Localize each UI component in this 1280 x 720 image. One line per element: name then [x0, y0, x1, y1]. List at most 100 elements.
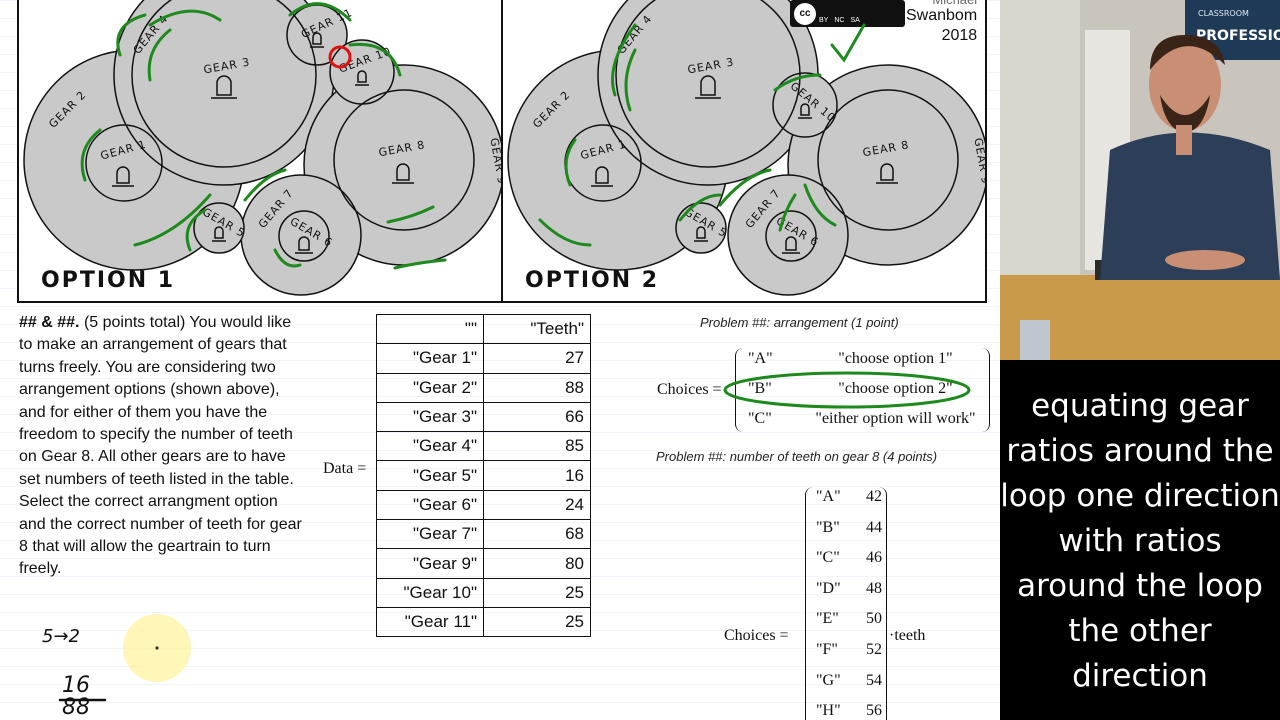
video-banner-main: PROFESSIONAL — [1196, 28, 1280, 44]
gear-8 — [333, 89, 475, 231]
table-cell-teeth: 85 — [483, 431, 591, 462]
table-row: "Gear 3"66 — [376, 401, 591, 433]
table-cell-gear: "Gear 4" — [376, 431, 484, 462]
gear-6 — [278, 210, 330, 262]
choice-row: "D" 48 — [816, 580, 882, 598]
license-tag: BY — [819, 17, 829, 24]
table-cell-gear: "Gear 5" — [376, 460, 484, 491]
choice-key: "A" — [816, 488, 841, 505]
choice-row: "H" 56 — [816, 702, 882, 720]
problem-a-choice-matrix: "A" "choose option 1" "B" "choose option 2"… — [735, 348, 990, 432]
table-cell-teeth: 68 — [483, 519, 591, 550]
gear-4-inner — [131, 0, 317, 168]
creative-commons-badge: cc BY NC SA — [790, 0, 905, 27]
table-row: "Gear 5"16 — [376, 460, 591, 491]
problem-b-choice-matrix: "A" 42 "B" 44 "C" 46 "D" 48 "E" 50 "F" 52 "G" 54 "H" 56 — [805, 487, 887, 720]
choice-value: 50 — [866, 610, 882, 628]
table-cell-gear: "Gear 9" — [376, 548, 484, 579]
table-row: "Gear 2"88 — [376, 372, 591, 403]
choice-key: "G" — [816, 671, 841, 689]
problem-b-heading: Problem ##: number of teeth on gear 8 (4… — [656, 449, 938, 464]
table-cell-teeth: 88 — [483, 372, 591, 403]
choice-key: "H" — [816, 702, 841, 720]
problem-body: (5 points total) You would like to make … — [19, 314, 302, 578]
choice-value: "either option will work" — [815, 410, 976, 427]
option-1-label: OPTION 1 — [41, 268, 176, 293]
gear-8 — [817, 89, 959, 231]
choice-value: "choose option 2" — [838, 380, 953, 397]
table-cell-teeth: 25 — [483, 577, 591, 608]
option-1-figure: GEAR 3 GEAR 2 GEAR 4 GEAR 1 GEAR 8 GEAR … — [17, 0, 503, 303]
gear-7 — [727, 174, 849, 296]
table-row: "Gear 6"24 — [376, 489, 591, 521]
video-banner-top: CLASSROOM — [1198, 9, 1249, 18]
choice-row: "B" 44 — [816, 519, 882, 537]
choice-value: 46 — [866, 549, 882, 567]
table-cell-teeth: 24 — [483, 489, 591, 521]
choice-key: "B" — [816, 518, 840, 536]
author-year: 2018 — [941, 27, 978, 44]
choice-value: 52 — [866, 641, 882, 658]
table-header-row: """Teeth" — [376, 313, 591, 345]
choice-row: "A" 42 — [816, 488, 882, 506]
author-first-name: Michael — [932, 0, 977, 10]
table-row: "Gear 11"25 — [376, 606, 591, 638]
table-cell-teeth: 25 — [483, 606, 591, 638]
choice-key: "C" — [748, 410, 772, 427]
table-cell-teeth: 16 — [483, 460, 591, 491]
table-row: "Gear 1"27 — [376, 343, 591, 374]
choice-key: "B" — [748, 380, 772, 397]
instructor-video: CLASSROOM PROFESSIONAL — [1000, 0, 1280, 360]
table-row: "Gear 9"80 — [376, 548, 591, 579]
choice-value: 42 — [866, 488, 882, 505]
cc-icon: cc — [794, 2, 816, 25]
table-cell-teeth: 80 — [483, 548, 591, 579]
choice-value: 54 — [866, 671, 882, 689]
choice-key: "C" — [816, 549, 840, 567]
document-area: GEAR 3 GEAR 2 GEAR 4 GEAR 1 GEAR 8 GEAR … — [0, 0, 1000, 720]
license-tag: NC — [834, 17, 845, 24]
problem-b-choices-label: Choices = — [724, 627, 789, 644]
table-cell-gear: "Gear 7" — [376, 519, 484, 550]
problem-statement: ## & ##. (5 points total) You would like… — [19, 312, 304, 581]
license-tags: BY NC SA — [819, 17, 860, 24]
data-label: Data = — [323, 460, 367, 477]
table-cell-gear: "Gear 2" — [376, 372, 484, 403]
author-surname: Swanbom — [906, 7, 978, 24]
table-cell-gear: "Gear 6" — [376, 489, 484, 521]
table-cell-gear: "" — [376, 313, 484, 345]
choice-row: "C" 46 — [816, 549, 882, 567]
choice-value: 48 — [866, 579, 882, 597]
table-cell-teeth: "Teeth" — [483, 313, 591, 345]
choice-row: "F" 52 — [816, 641, 882, 659]
table-row: "Gear 7"68 — [376, 519, 591, 550]
author-credit: Michael Swanbom 2018 — [906, 0, 977, 46]
problem-a-choices-label: Choices = — [657, 381, 722, 398]
table-cell-gear: "Gear 10" — [376, 577, 484, 608]
problem-number: ## & ##. — [19, 314, 80, 331]
table-cell-gear: "Gear 11" — [376, 606, 484, 638]
choice-key: "F" — [816, 641, 838, 658]
choice-row: "C" "either option will work" — [748, 410, 983, 428]
teeth-table: """Teeth""Gear 1"27"Gear 2"88"Gear 3"66"… — [376, 313, 591, 638]
problem-a-heading: Problem ##: arrangement (1 point) — [700, 315, 899, 330]
choice-value: 44 — [866, 518, 882, 536]
choice-key: "D" — [816, 579, 841, 597]
choice-key: "E" — [816, 610, 839, 628]
table-cell-gear: "Gear 1" — [376, 343, 484, 374]
table-row: "Gear 10"25 — [376, 577, 591, 608]
option-2-label: OPTION 2 — [525, 268, 660, 293]
table-cell-teeth: 27 — [483, 343, 591, 374]
choice-row: "B" "choose option 2" — [748, 380, 983, 398]
table-cell-teeth: 66 — [483, 401, 591, 433]
choice-value: "choose option 1" — [838, 350, 953, 367]
option-1-gear-drawing: GEAR 3 GEAR 2 GEAR 4 GEAR 1 GEAR 8 GEAR … — [23, 0, 501, 296]
teeth-unit: ·teeth — [889, 627, 926, 644]
table-cell-gear: "Gear 3" — [376, 401, 484, 433]
choice-row: "E" 50 — [816, 610, 882, 628]
choice-row: "G" 54 — [816, 672, 882, 690]
instructor-video-frame: CLASSROOM PROFESSIONAL — [1000, 0, 1280, 360]
choice-value: 56 — [866, 702, 882, 720]
table-row: "Gear 4"85 — [376, 431, 591, 462]
choice-key: "A" — [748, 350, 773, 367]
